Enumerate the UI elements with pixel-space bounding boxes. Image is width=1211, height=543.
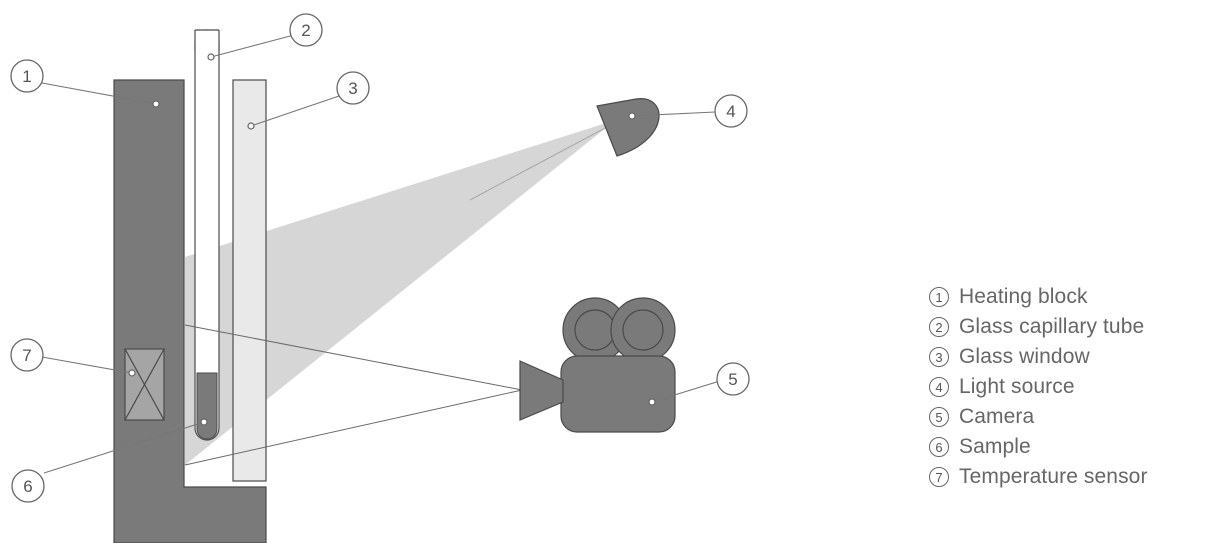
camera-icon bbox=[519, 297, 676, 433]
legend-label: Light source bbox=[959, 375, 1075, 398]
legend-number: 1 bbox=[929, 287, 949, 307]
callout-7: 7 bbox=[10, 338, 44, 372]
legend-number: 5 bbox=[929, 407, 949, 427]
callout-6: 6 bbox=[11, 469, 45, 503]
legend-label: Camera bbox=[959, 405, 1035, 428]
callout-4: 4 bbox=[714, 94, 748, 128]
svg-text:1: 1 bbox=[22, 67, 31, 86]
legend-item-sample: 6 Sample bbox=[929, 432, 1148, 462]
svg-text:4: 4 bbox=[726, 102, 735, 121]
svg-text:2: 2 bbox=[301, 21, 310, 40]
heating-block bbox=[113, 79, 267, 543]
legend-label: Glass window bbox=[959, 345, 1090, 368]
svg-text:7: 7 bbox=[22, 346, 31, 365]
legend-label: Temperature sensor bbox=[959, 465, 1148, 488]
legend-item-glass-window: 3 Glass window bbox=[929, 342, 1148, 372]
legend-item-heating-block: 1 Heating block bbox=[929, 282, 1148, 312]
legend-number: 4 bbox=[929, 377, 949, 397]
light-source-icon bbox=[596, 98, 660, 157]
callout-leaders bbox=[41, 34, 724, 474]
legend: 1 Heating block 2 Glass capillary tube 3… bbox=[929, 282, 1148, 492]
callout-2: 2 bbox=[289, 13, 323, 47]
legend-item-glass-capillary-tube: 2 Glass capillary tube bbox=[929, 312, 1148, 342]
callout-1: 1 bbox=[10, 59, 44, 93]
temperature-sensor bbox=[124, 348, 165, 421]
camera-sight-line-top bbox=[184, 324, 523, 391]
svg-text:5: 5 bbox=[728, 370, 737, 389]
svg-text:6: 6 bbox=[23, 477, 32, 496]
camera-sight-line-bottom bbox=[184, 389, 523, 466]
legend-label: Glass capillary tube bbox=[959, 315, 1145, 338]
legend-item-light-source: 4 Light source bbox=[929, 372, 1148, 402]
legend-item-temperature-sensor: 7 Temperature sensor bbox=[929, 462, 1148, 492]
callout-3: 3 bbox=[336, 71, 370, 105]
svg-text:3: 3 bbox=[348, 79, 357, 98]
glass-window bbox=[232, 79, 267, 482]
callout-5: 5 bbox=[716, 362, 750, 396]
legend-number: 7 bbox=[929, 467, 949, 487]
legend-number: 6 bbox=[929, 437, 949, 457]
legend-label: Heating block bbox=[959, 285, 1088, 308]
legend-label: Sample bbox=[959, 435, 1031, 458]
light-beam-ray bbox=[469, 126, 608, 201]
sample bbox=[196, 372, 218, 440]
legend-item-camera: 5 Camera bbox=[929, 402, 1148, 432]
light-beam bbox=[185, 124, 607, 465]
legend-number: 2 bbox=[929, 317, 949, 337]
callout-leader-dots bbox=[128, 53, 656, 426]
legend-number: 3 bbox=[929, 347, 949, 367]
